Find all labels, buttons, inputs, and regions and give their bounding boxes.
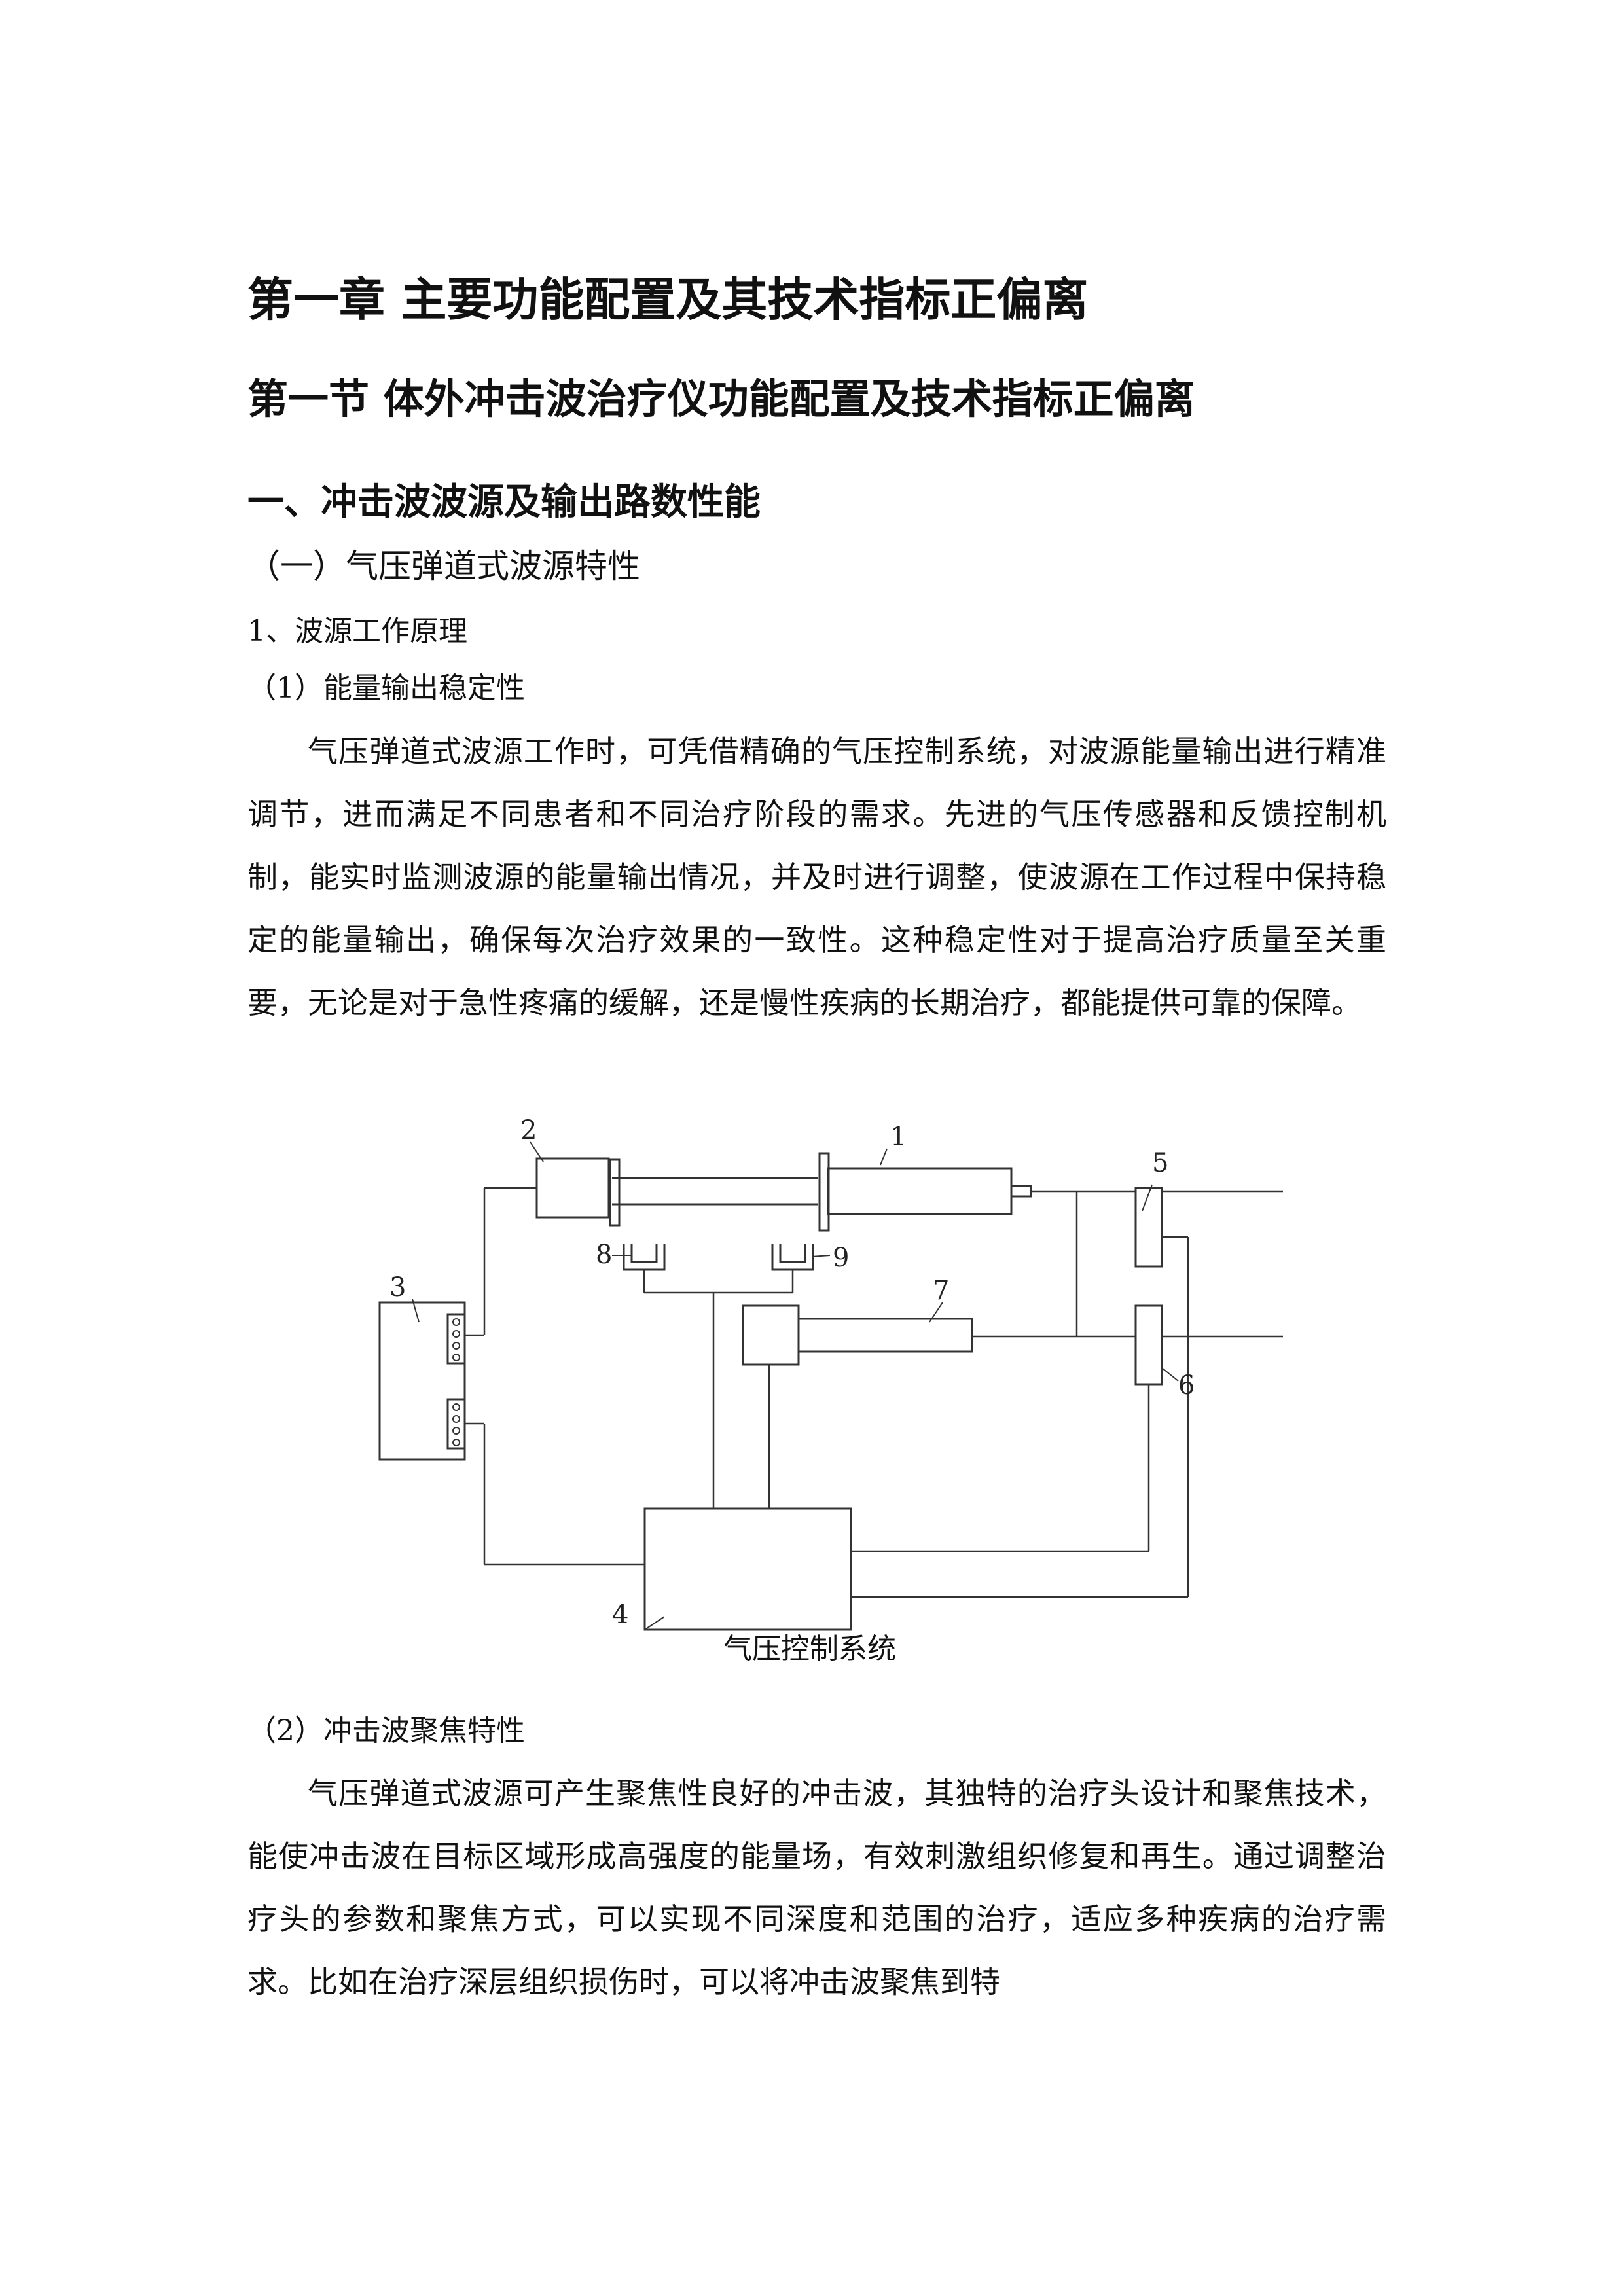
- flange-right: [818, 1152, 830, 1232]
- component-7-head: [742, 1304, 800, 1366]
- paragraph-energy-stability: 气压弹道式波源工作时，可凭借精确的气压控制系统，对波源能量输出进行精准调节，进而…: [247, 734, 1386, 1020]
- component-9-sensor: [771, 1244, 814, 1271]
- label-4: 4: [612, 1600, 628, 1630]
- component-2-box: [535, 1157, 610, 1219]
- cylinder-nozzle: [1010, 1185, 1032, 1198]
- component-7-body: [797, 1318, 973, 1353]
- component-5-valve: [1134, 1187, 1163, 1268]
- section-title: 第一节 体外冲击波治疗仪功能配置及技术指标正偏离: [247, 375, 1195, 423]
- label-5: 5: [1152, 1148, 1168, 1178]
- flange-left: [609, 1158, 621, 1227]
- leader-lines: [412, 1141, 1179, 1630]
- heading-numbered: 1、波源工作原理: [247, 615, 467, 648]
- heading-focusing: （2）冲击波聚焦特性: [247, 1714, 525, 1748]
- component-8-sensor: [623, 1244, 666, 1271]
- port-block-lower: [446, 1398, 466, 1450]
- chapter-title: 第一章 主要功能配置及其技术指标正偏离: [247, 273, 1089, 327]
- label-1: 1: [890, 1122, 907, 1152]
- component-3-panel: [378, 1301, 466, 1461]
- label-2: 2: [520, 1115, 537, 1145]
- port-block-upper: [446, 1313, 466, 1365]
- label-9: 9: [833, 1243, 849, 1273]
- component-6-valve: [1134, 1304, 1163, 1386]
- subsection-title: 一、冲击波波源及输出路数性能: [247, 481, 761, 524]
- paragraph-focusing: 气压弹道式波源可产生聚焦性良好的冲击波，其独特的治疗头设计和聚焦技术，能使冲击波…: [247, 1776, 1386, 2000]
- heading-paren: （一）气压弹道式波源特性: [247, 547, 640, 585]
- component-1-cylinder: [827, 1167, 1013, 1215]
- label-3: 3: [389, 1272, 406, 1302]
- figure-caption: 气压控制系统: [723, 1632, 896, 1666]
- label-7: 7: [933, 1276, 949, 1306]
- heading-energy-stability: （1）能量输出稳定性: [247, 672, 525, 705]
- label-8: 8: [596, 1240, 612, 1270]
- connection-lines: [465, 1187, 1283, 1598]
- component-4-controller: [643, 1507, 852, 1631]
- port-dots: [452, 1318, 460, 1446]
- pneumatic-control-diagram: 2 1 5 3 8 9 7 6 4: [367, 1106, 1283, 1643]
- label-6: 6: [1178, 1371, 1195, 1401]
